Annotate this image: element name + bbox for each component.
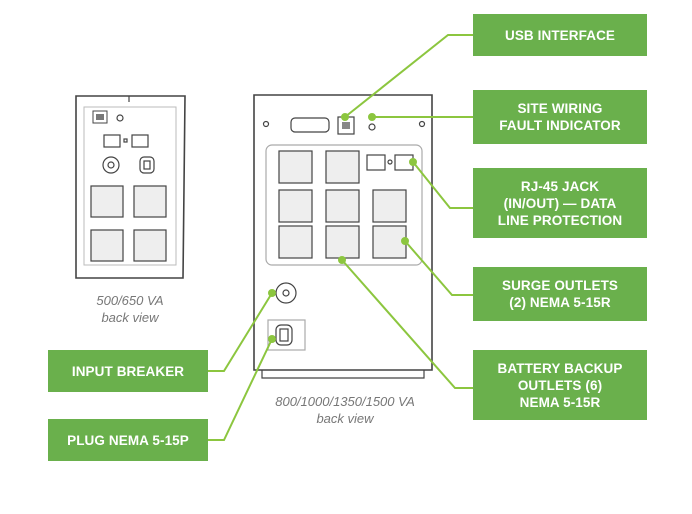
small-usb-port — [92, 110, 108, 124]
label-input-breaker: INPUT BREAKER — [48, 350, 208, 392]
caption-large-unit: 800/1000/1350/1500 VA back view — [240, 393, 450, 427]
caption-view: back view — [316, 411, 374, 426]
label-site-wiring-fault: SITE WIRING FAULT INDICATOR — [473, 90, 647, 144]
label-text: SURGE OUTLETS — [501, 278, 619, 293]
label-text: (2) NEMA 5-15R — [509, 295, 611, 310]
small-rj45-in — [103, 134, 121, 148]
caption-model: 800/1000/1350/1500 VA — [275, 394, 415, 409]
label-text: (IN/OUT) — DATA — [503, 195, 617, 211]
small-ups-back-view — [75, 95, 186, 279]
label-usb-interface: USB INTERFACE — [473, 14, 647, 56]
label-plug: PLUG NEMA 5-15P — [48, 419, 208, 461]
small-breaker — [102, 156, 120, 174]
label-text: SITE WIRING — [517, 101, 603, 116]
rj45-in — [366, 154, 386, 171]
large-ups-back-view — [253, 94, 433, 379]
small-indicator-led — [116, 114, 124, 122]
plug-inlet — [275, 324, 293, 346]
label-text: LINE PROTECTION — [497, 212, 623, 228]
label-text: RJ-45 JACK — [520, 178, 600, 194]
label-text: NEMA 5-15R — [519, 394, 601, 410]
caption-model: 500/650 VA — [96, 293, 164, 308]
small-plug — [139, 156, 155, 174]
outlets — [278, 150, 407, 259]
label-text: OUTLETS (6) — [517, 377, 603, 393]
outlet-panel — [265, 144, 423, 266]
display-window — [290, 117, 330, 133]
leader-lines — [208, 34, 480, 441]
label-text: BATTERY BACKUP — [497, 360, 623, 376]
small-rj45-out — [131, 134, 149, 148]
small-outlets — [90, 185, 167, 262]
label-text: INPUT BREAKER — [71, 363, 185, 379]
caption-small-unit: 500/650 VA back view — [70, 292, 190, 326]
label-text: FAULT INDICATOR — [499, 118, 621, 133]
label-surge-outlets: SURGE OUTLETS (2) NEMA 5-15R — [473, 267, 647, 321]
caption-view: back view — [101, 310, 159, 325]
label-text: USB INTERFACE — [504, 27, 616, 43]
site-wiring-led — [368, 123, 376, 131]
label-text: PLUG NEMA 5-15P — [67, 432, 189, 448]
